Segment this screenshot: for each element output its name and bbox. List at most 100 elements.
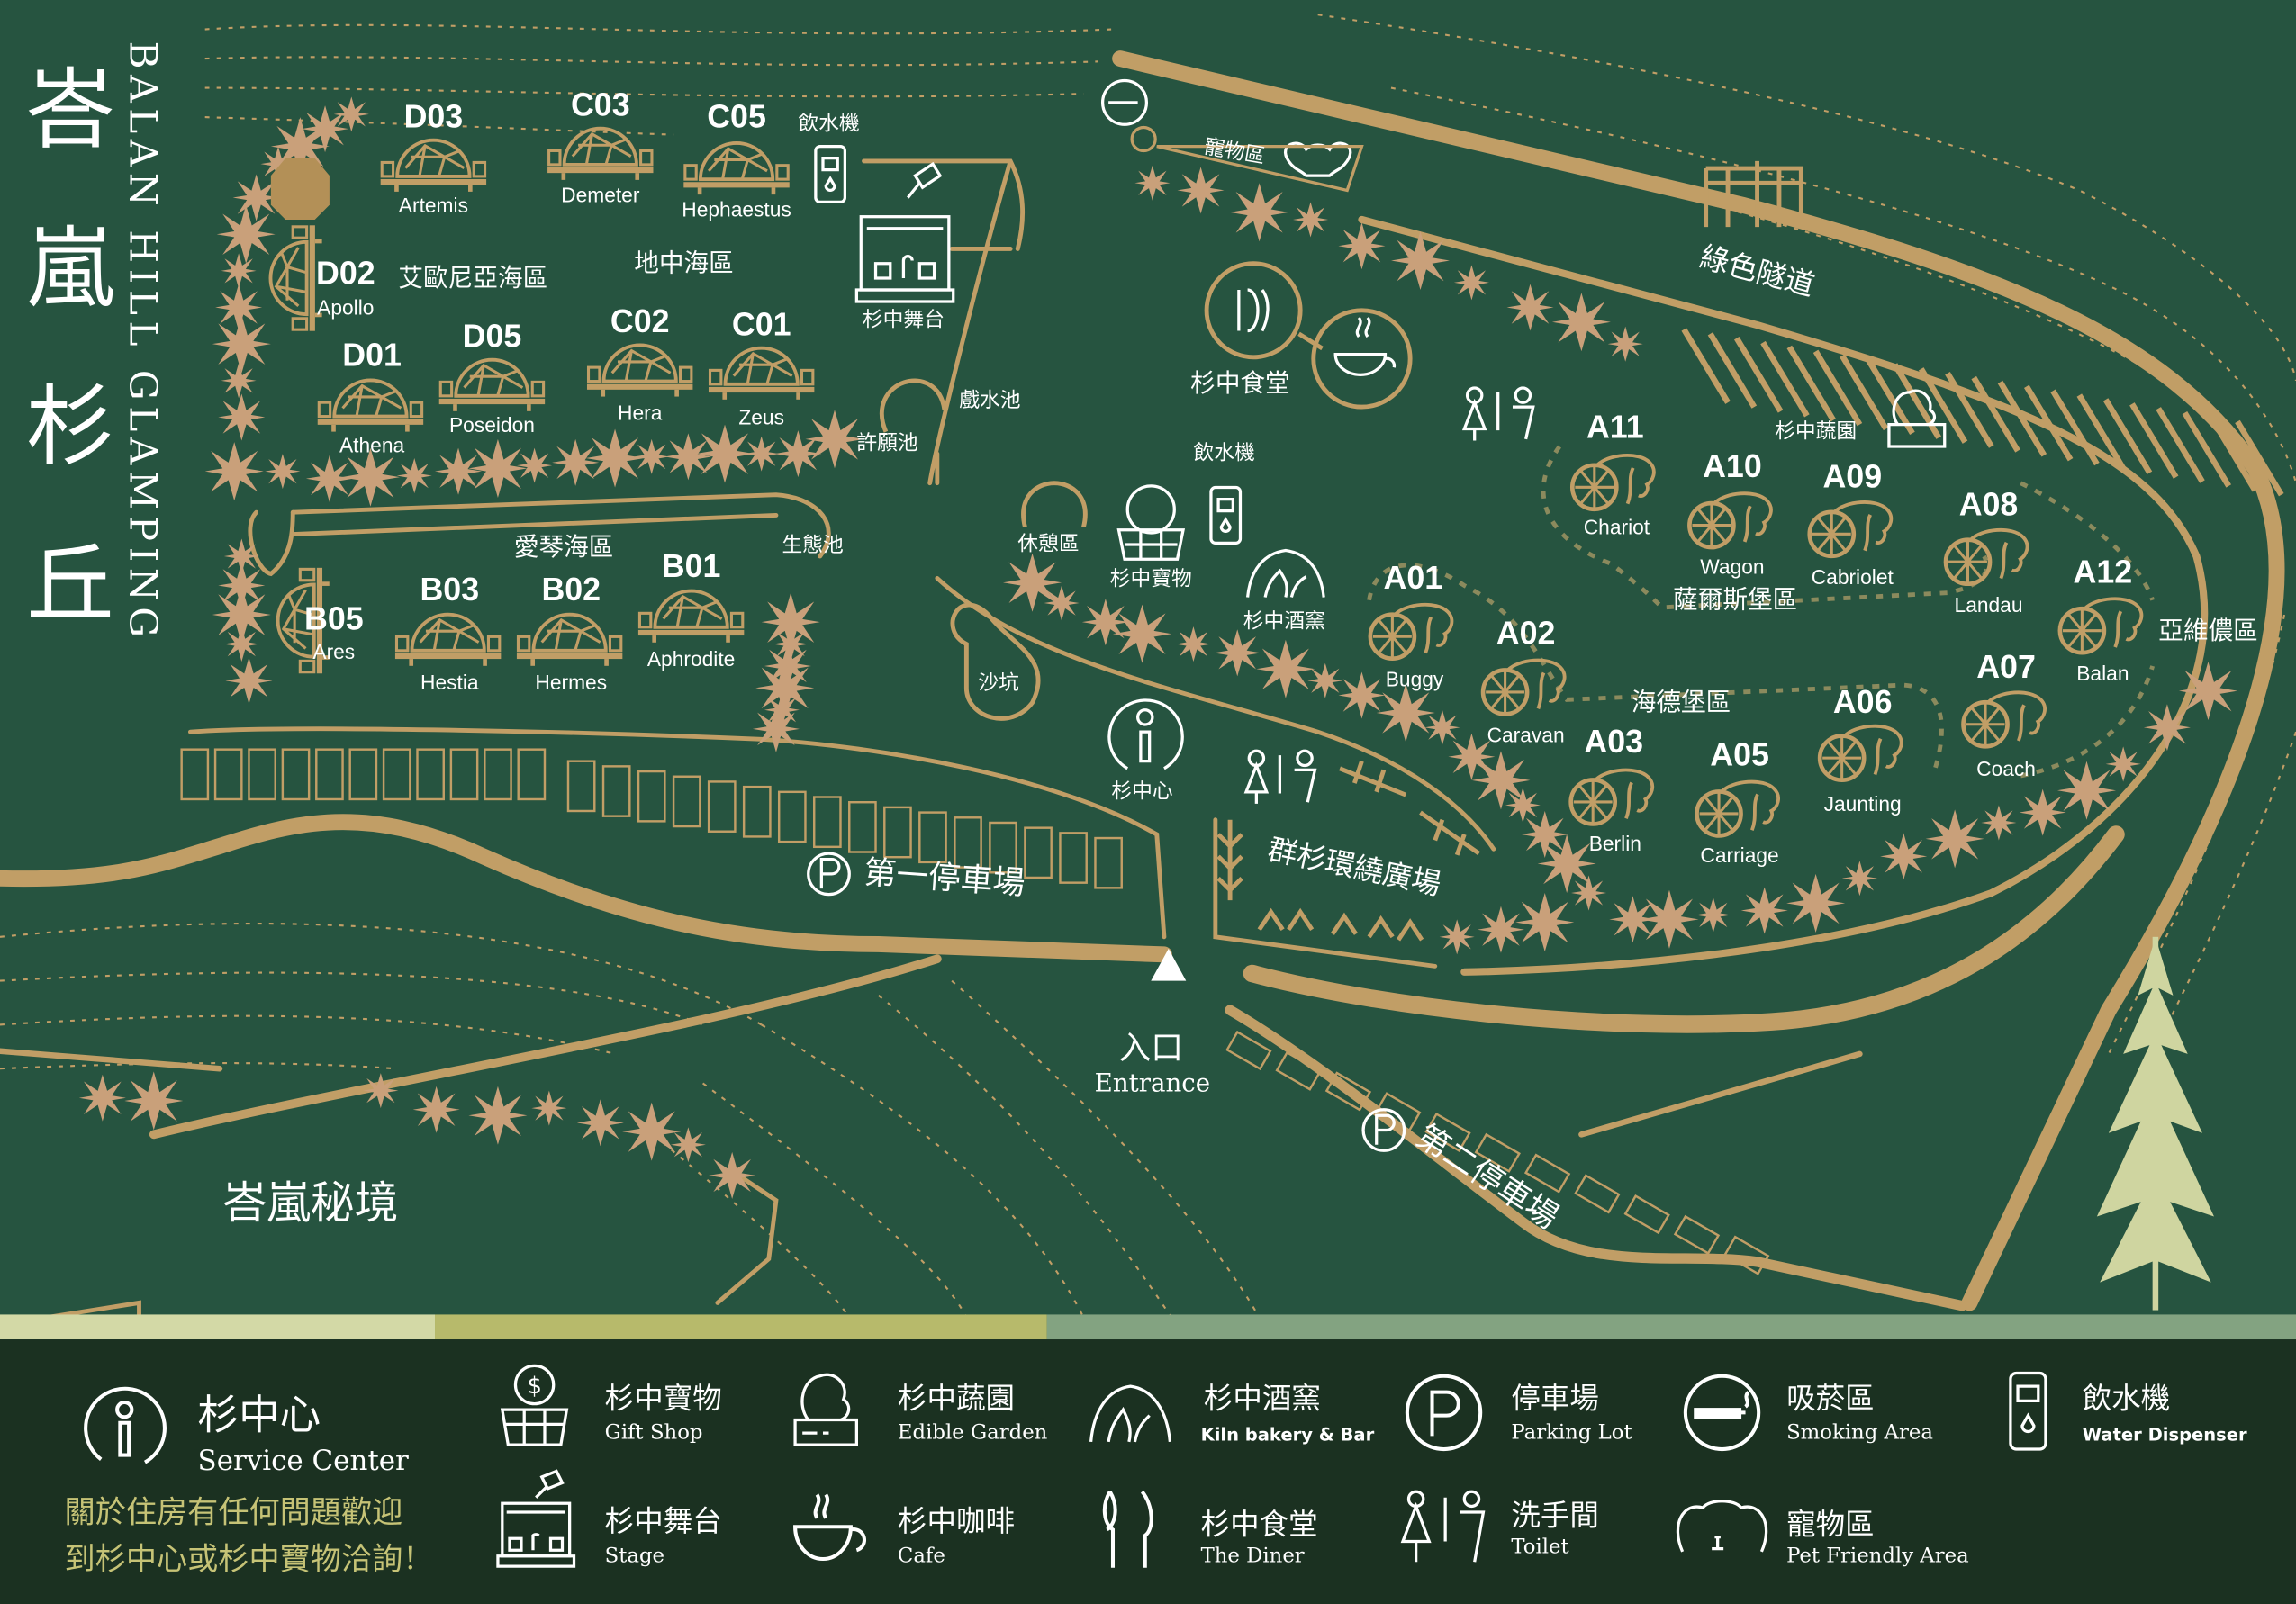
starburst-tree <box>552 438 600 486</box>
diner-icon <box>1102 1490 1153 1568</box>
parking-stall <box>248 748 276 801</box>
unit-name: Zeus <box>738 405 784 429</box>
starburst-tree <box>709 1151 756 1199</box>
legend-label-zh: 杉中心 <box>197 1390 321 1439</box>
caravan-icon-a10 <box>1689 493 1771 547</box>
starburst-tree <box>2105 746 2141 782</box>
unit-name: Aphrodite <box>646 646 736 671</box>
stage-icon <box>496 1469 576 1568</box>
caravan-icon-a12 <box>2060 599 2142 653</box>
water-dispenser-icon <box>1209 485 1243 545</box>
dome-icon-c03 <box>546 126 655 182</box>
garden-hatch <box>1918 367 1968 444</box>
starburst-tree <box>1081 599 1129 646</box>
starburst-tree <box>664 433 712 481</box>
color-stripe <box>435 1314 1047 1340</box>
legend-label-en: Service Center <box>197 1445 409 1477</box>
garden-hatch <box>1681 328 1731 404</box>
starburst-tree <box>1521 810 1568 859</box>
parking-stall <box>449 748 479 801</box>
cafe-icon <box>793 1493 866 1561</box>
parking-stall <box>1474 1132 1521 1173</box>
unit-code: B05 <box>303 599 364 637</box>
parking-stall <box>848 800 877 853</box>
unit-code: B02 <box>541 571 601 608</box>
parking-stall <box>1059 832 1088 884</box>
zone-heidelberg: 海德堡區 <box>1631 689 1731 718</box>
title-english: BALAN HILL GLAMPING <box>120 41 165 644</box>
unit-code: A08 <box>1958 485 2019 523</box>
unit-code: A12 <box>2073 553 2133 590</box>
parking-stall <box>777 790 807 843</box>
parking-stall <box>742 785 772 838</box>
dome-icon-c01 <box>707 346 817 401</box>
entrance-label-en: Entrance <box>1094 1069 1211 1099</box>
starburst-tree <box>1880 833 1928 880</box>
parking-icon <box>1361 1108 1406 1152</box>
unit-code: A06 <box>1832 683 1893 721</box>
caravan-icon-a01 <box>1370 605 1452 659</box>
starburst-tree <box>752 705 800 752</box>
unit-code: A03 <box>1584 723 1644 761</box>
unit-name: Wagon <box>1700 554 1765 579</box>
caravan-icon-a03 <box>1571 770 1653 825</box>
parking-stall <box>1094 836 1123 889</box>
parking-stall <box>954 816 982 869</box>
toilet-icon <box>1400 1490 1486 1563</box>
unit-name: Buggy <box>1385 667 1444 691</box>
entrance-label-zh: 入口 <box>1118 1030 1184 1068</box>
starburst-tree <box>1695 897 1731 933</box>
notice-line-1: 關於住房有任何問題歡迎 <box>64 1494 403 1530</box>
starburst-tree <box>225 657 273 705</box>
parking-stall <box>813 796 842 849</box>
garden-hatch <box>1945 372 1994 448</box>
starburst-tree <box>1981 805 2017 841</box>
starburst-tree <box>744 436 780 472</box>
label-water-dispenser: 飲水機 <box>798 113 860 137</box>
starburst-tree <box>216 204 276 264</box>
info-icon <box>1107 698 1184 770</box>
starburst-tree <box>1307 662 1343 698</box>
entrance-arrow-icon <box>1151 948 1187 1014</box>
caravan-icon-a05 <box>1697 782 1779 836</box>
garden-hatch <box>2076 393 2126 471</box>
starburst-tree <box>2178 662 2237 721</box>
parking-stall <box>348 748 378 801</box>
parking-icon <box>807 852 851 897</box>
unit-code: B01 <box>661 547 721 584</box>
dome-icon-c05 <box>682 141 791 197</box>
smoking-icon <box>1683 1374 1761 1452</box>
diner-icon <box>1204 261 1303 360</box>
label-sandpit: 沙坑 <box>978 671 1019 696</box>
legend-label-zh: 杉中蔬園 <box>897 1380 1016 1416</box>
legend-label-en: Water Dispenser <box>2082 1424 2247 1446</box>
legend-label-zh: 洗手間 <box>1511 1497 1599 1533</box>
water-dispenser-icon <box>2009 1371 2047 1451</box>
connector-line <box>1297 331 1324 351</box>
garden-hatch <box>2208 415 2258 492</box>
starburst-tree <box>531 1090 567 1126</box>
legend-label-zh: 飲水機 <box>2082 1380 2171 1416</box>
caravan-icon-a07 <box>1963 692 2045 746</box>
legend-label-en: Kiln bakery & Bar <box>1200 1424 1375 1446</box>
starburst-tree <box>576 1099 624 1147</box>
starburst-tree <box>305 455 353 502</box>
label-diner: 杉中食堂 <box>1190 369 1290 400</box>
parking-stall <box>1275 1050 1322 1091</box>
parking-stalls <box>180 748 1770 1275</box>
unit-name: Hera <box>618 401 663 425</box>
unit-name: Cabriolet <box>1811 564 1894 589</box>
starburst-tree <box>1477 906 1524 953</box>
starburst-tree <box>622 1102 682 1161</box>
garden-hatch <box>1997 380 2047 457</box>
unit-code: B03 <box>420 571 480 608</box>
unit-code: A02 <box>1496 615 1556 652</box>
label-edible-garden: 杉中蔬園 <box>1775 419 1858 444</box>
starburst-tree <box>1214 629 1261 677</box>
unit-name: Caravan <box>1487 723 1565 747</box>
dome-icon-b01 <box>636 589 746 644</box>
parking-stall <box>1024 826 1053 879</box>
garden-hatch <box>2235 419 2284 497</box>
starburst-tree <box>1786 873 1846 933</box>
